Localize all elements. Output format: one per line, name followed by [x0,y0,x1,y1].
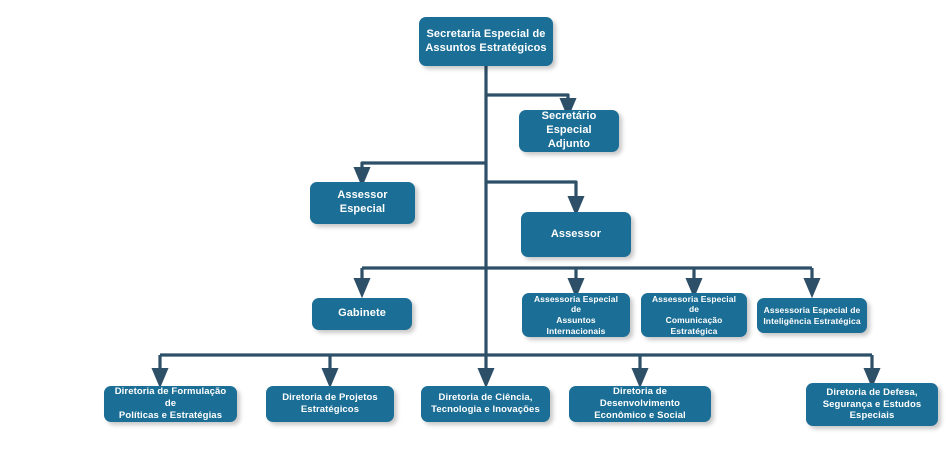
node-label: Diretoria de Ciência, Tecnologia e Inova… [431,392,540,415]
node-label: Diretoria de Formulação de Políticas e E… [114,386,227,421]
node-assessoria-especial-inteligencia-estrategica[interactable]: Assessoria Especial de Inteligência Estr… [757,298,867,333]
node-gabinete[interactable]: Gabinete [312,298,412,330]
node-label: Assessor Especial [337,189,388,215]
node-label: Assessoria Especial de Inteligência Estr… [763,304,861,326]
node-assessor-especial[interactable]: Assessor Especial [310,182,415,224]
edge-root-to-secretario-adjunto [486,93,577,119]
node-secretaria-especial-assuntos-estrategicos[interactable]: Secretaria Especial de Assuntos Estratég… [419,17,553,66]
node-assessoria-especial-assuntos-internacionais[interactable]: Assessoria Especial de Assuntos Internac… [522,293,630,337]
node-label: Diretoria de Defesa, Segurança e Estudos… [822,386,922,422]
node-label: Secretaria Especial de Assuntos Estratég… [425,27,547,54]
node-diretoria-ciencia-tecnologia-inovacoes[interactable]: Diretoria de Ciência, Tecnologia e Inova… [421,386,550,422]
edge-root-to-assessor [486,180,585,217]
node-diretoria-defesa-seguranca-estudos-especiais[interactable]: Diretoria de Defesa, Segurança e Estudos… [806,383,938,426]
node-secretario-especial-adjunto[interactable]: Secretário Especial Adjunto [519,110,619,152]
node-label: Diretoria de Projetos Estratégicos [282,392,378,415]
node-label: Diretoria de Desenvolvimento Econômico e… [594,386,686,421]
node-assessor[interactable]: Assessor [521,212,631,257]
node-diretoria-desenvolvimento-economico-social[interactable]: Diretoria de Desenvolvimento Econômico e… [569,386,711,422]
node-label: Gabinete [338,307,386,320]
node-diretoria-projetos-estrategicos[interactable]: Diretoria de Projetos Estratégicos [266,386,394,422]
edge-root-to-assessor-especial [353,161,486,188]
node-diretoria-formulacao-politicas-estrategias[interactable]: Diretoria de Formulação de Políticas e E… [104,386,237,422]
node-label: Assessor [550,227,602,240]
node-label: Assessoria Especial de Assuntos Internac… [533,293,619,336]
node-label: Assessoria Especial de Comunicação Estra… [651,293,737,336]
node-label: Secretário Especial Adjunto [541,110,597,150]
node-assessoria-especial-comunicacao-estrategica[interactable]: Assessoria Especial de Comunicação Estra… [641,293,747,337]
